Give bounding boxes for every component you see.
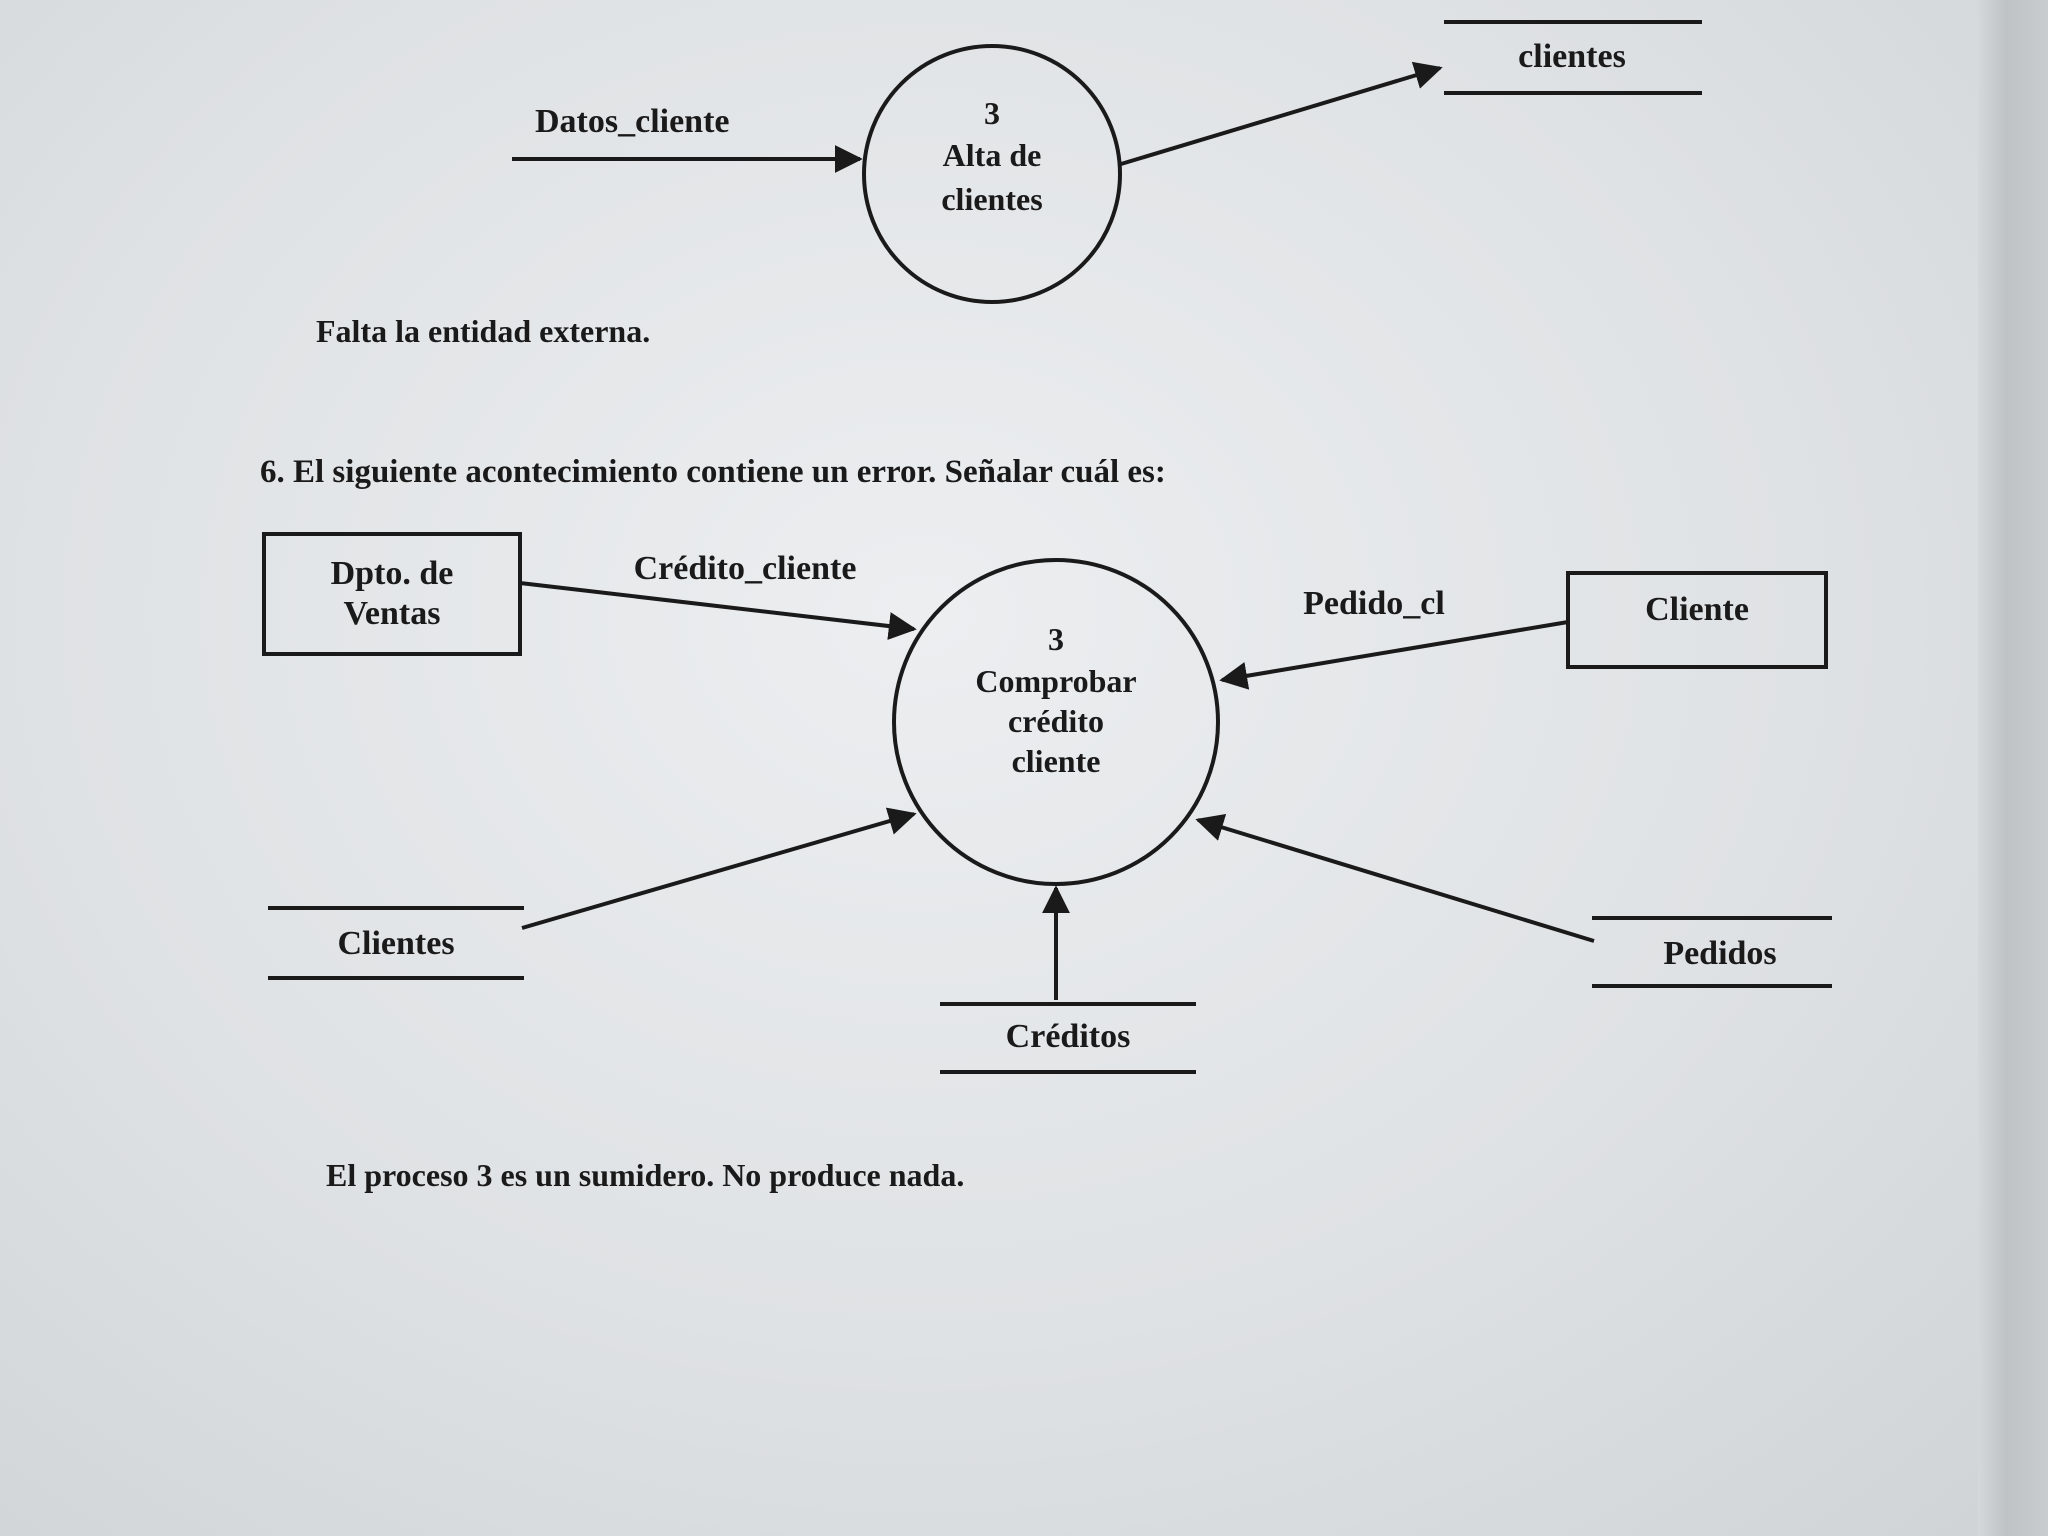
flow-clientes-arrow	[521, 807, 917, 930]
store-label-clientes: clientes	[1518, 38, 1626, 75]
process-label-line1: Comprobar	[975, 663, 1136, 699]
process-circle-alta-clientes	[862, 44, 1122, 304]
entity-label-cliente: Cliente	[1645, 591, 1749, 628]
process-label-line3: cliente	[1012, 743, 1101, 779]
flow-to-clientes-store-arrow	[1120, 61, 1443, 166]
process-number: 3	[984, 95, 1000, 131]
answer-text-section5: Falta la entidad externa.	[316, 313, 650, 349]
entity-box-dpto-ventas	[262, 532, 522, 656]
flow-pedido-cl-arrow	[1219, 620, 1569, 690]
process-circle-comprobar-credito	[892, 558, 1220, 886]
entity-box-cliente	[1566, 571, 1828, 669]
store-label-creditos: Créditos	[1006, 1018, 1131, 1055]
flow-label-pedido-cl: Pedido_cl	[1303, 585, 1445, 622]
flow-pedidos-arrow	[1195, 813, 1595, 943]
process-label-line2: crédito	[1008, 703, 1104, 739]
flow-label-datos-cliente: Datos_cliente	[535, 103, 730, 140]
answer-text-section6: El proceso 3 es un sumidero. No produce …	[326, 1157, 964, 1193]
dfd-comprobar-credito: 6. El siguiente acontecimiento contiene …	[260, 454, 1832, 1193]
page-edge-shadow	[1978, 0, 2048, 1536]
entity-label-line2: Ventas	[344, 595, 441, 632]
process-label-line1: Alta de	[943, 137, 1042, 173]
question-heading: 6. El siguiente acontecimiento contiene …	[260, 454, 1166, 490]
flow-label-credito-cliente: Crédito_cliente	[634, 550, 857, 587]
flow-credito-cliente-arrow	[519, 581, 917, 640]
process-label-line2: clientes	[941, 181, 1042, 217]
entity-label-line1: Dpto. de	[331, 555, 454, 592]
process-number: 3	[1048, 621, 1064, 657]
store-label-clientes: Clientes	[337, 925, 454, 962]
store-label-pedidos: Pedidos	[1663, 935, 1776, 972]
dfd-alta-clientes: Datos_cliente 3 Alta de clientes cliente…	[316, 20, 1702, 349]
